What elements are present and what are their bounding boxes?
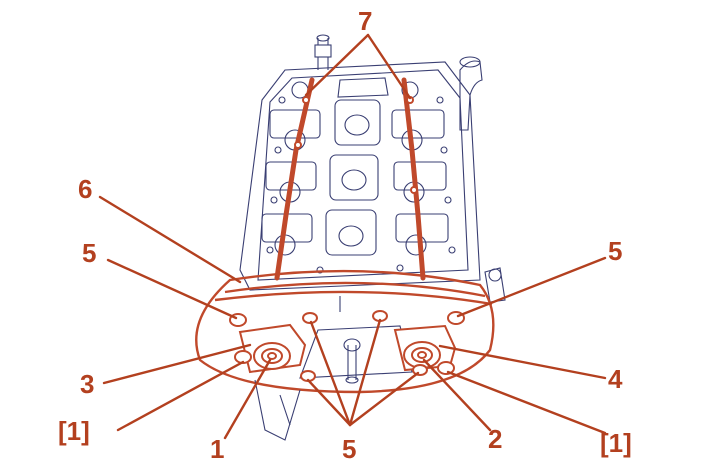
right-cam-journals: [391, 81, 449, 256]
callout-2: 2: [488, 424, 502, 454]
callout-5-bottom: 5: [342, 434, 356, 464]
callout-7: 7: [358, 6, 372, 36]
center-plug-wells: [325, 77, 389, 256]
left-camshaft-seal: [238, 323, 307, 374]
callout-labels: 7 6 5 5 3 4 [1] [1] 1 2 5: [58, 6, 632, 464]
bolt-hole-5-lower-right: [412, 364, 428, 376]
callout-5-left: 5: [82, 238, 96, 268]
bolt-hole-5-center-left: [302, 312, 318, 324]
sealant-beads: [274, 77, 426, 281]
callout-5-right: 5: [608, 236, 622, 266]
callout-1: 1: [210, 434, 224, 464]
callout-3: 3: [80, 369, 94, 399]
callout-bracket-1-left: [1]: [58, 416, 90, 446]
right-camshaft-seal: [393, 324, 457, 372]
callout-bracket-1-right: [1]: [600, 428, 632, 458]
dowel-1-right: [437, 361, 455, 375]
callout-4: 4: [608, 364, 623, 394]
rail-bolt-holes: [266, 96, 456, 274]
right-sealant-bead: [401, 77, 426, 281]
left-sealant-bead: [274, 77, 315, 281]
leader-lines: [98, 33, 607, 440]
callout-6: 6: [78, 174, 92, 204]
